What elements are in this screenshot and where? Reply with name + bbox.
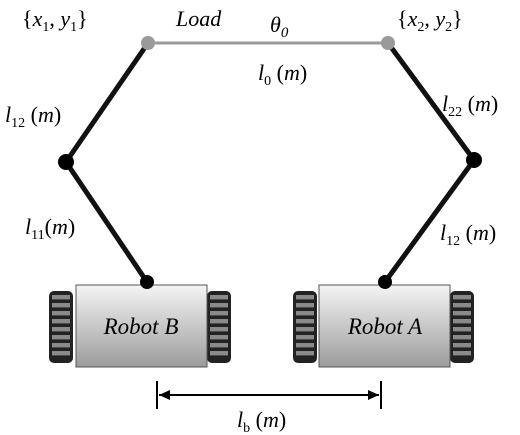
track-tread [52,303,70,308]
track-tread [52,311,70,316]
track-tread [210,351,228,356]
label-l0: l0 (m) [258,60,307,89]
track-tread [210,303,228,308]
robot-a-body [318,284,451,368]
track-tread [296,335,314,340]
label-point-1: {x1, y1} [22,6,88,35]
label-theta: θ0 [270,12,289,41]
track-tread [453,343,471,348]
right-base-joint [378,275,392,289]
right-end-effector-joint [381,36,395,50]
track-tread [52,327,70,332]
track-tread [296,319,314,324]
track-tread [296,303,314,308]
track-tread [52,343,70,348]
robot-b-left-track [49,291,73,363]
label-point-2: {x2, y2} [397,6,463,35]
track-tread [453,311,471,316]
robot-a: Robot A [293,284,474,368]
label-l12-right: l12 (m) [440,220,496,249]
track-tread [52,335,70,340]
track-tread [210,343,228,348]
robot-a-name: Robot A [347,314,423,339]
left-base-joint [140,275,154,289]
right-elbow-joint [466,152,482,168]
robot-b: Robot B [49,284,231,368]
track-tread [210,311,228,316]
right-lower-link [382,157,477,285]
robot-a-right-track [450,291,474,363]
label-l22-right: l22 (m) [442,91,498,120]
track-tread [296,351,314,356]
track-tread [453,295,471,300]
robot-b-right-track [207,291,231,363]
label-lb: lb (m) [237,407,286,435]
track-tread [296,295,314,300]
track-tread [453,351,471,356]
track-tread [52,319,70,324]
left-lower-link [63,159,150,285]
robot-b-name: Robot B [103,314,179,339]
track-tread [210,319,228,324]
track-tread [296,343,314,348]
label-l12-left: l12 (m) [5,102,61,131]
track-tread [296,327,314,332]
robot-b-body [75,284,208,368]
track-tread [52,351,70,356]
track-tread [210,335,228,340]
track-tread [210,327,228,332]
track-tread [453,327,471,332]
track-tread [453,303,471,308]
label-load: Load [175,6,222,31]
left-end-effector-joint [141,36,155,50]
track-tread [453,319,471,324]
left-elbow-joint [58,154,74,170]
left-upper-link [63,40,151,165]
track-tread [296,311,314,316]
track-tread [453,335,471,340]
robot-a-left-track [293,291,317,363]
right-upper-link [385,40,477,163]
track-tread [52,295,70,300]
label-l11-left: l11(m) [25,214,75,243]
track-tread [210,295,228,300]
